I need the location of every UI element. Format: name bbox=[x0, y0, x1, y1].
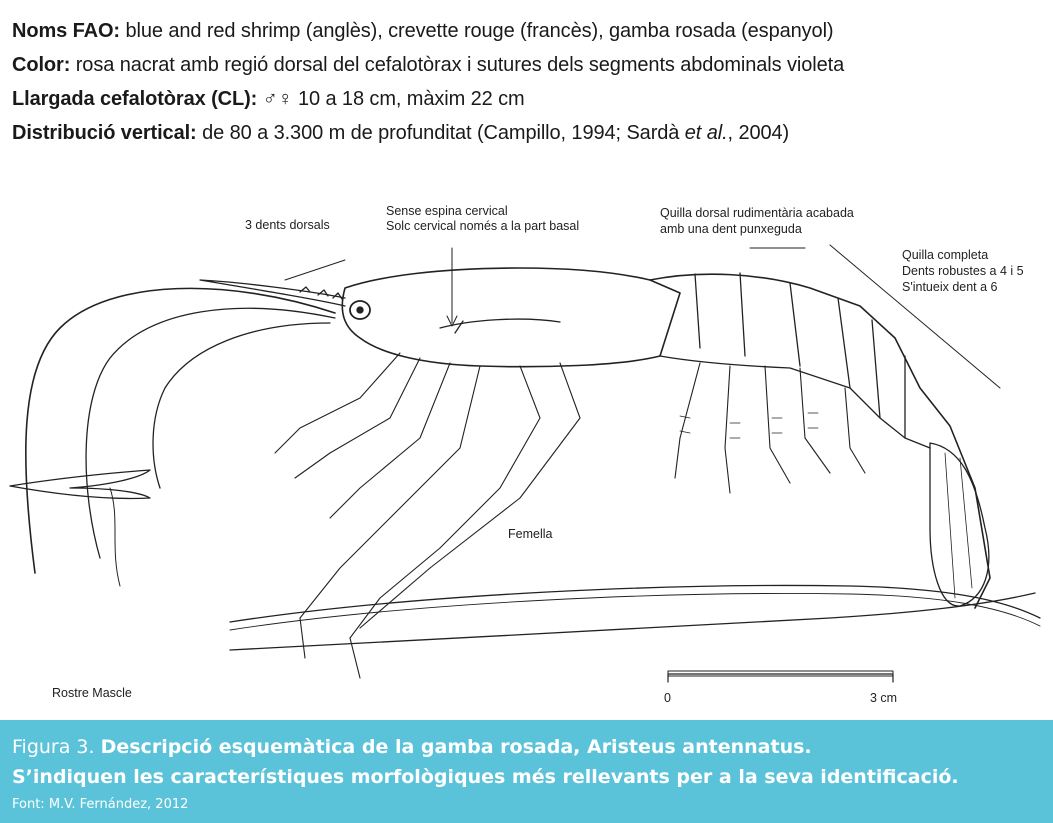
fact-label: Distribució vertical: bbox=[12, 122, 197, 144]
label-full-keel-1: Quilla completa bbox=[902, 248, 988, 263]
caption-source: Font: M.V. Fernández, 2012 bbox=[12, 797, 188, 812]
fact-vertical-distribution: Distribució vertical: de 80 a 3.300 m de… bbox=[12, 116, 1042, 150]
label-dorsal-teeth: 3 dents dorsals bbox=[245, 218, 330, 233]
fact-label: Color: bbox=[12, 54, 70, 76]
figure-caption: Figura 3. Descripció esquemàtica de la g… bbox=[0, 720, 1053, 823]
label-cervical-2: Solc cervical només a la part basal bbox=[386, 219, 579, 234]
label-cervical-1: Sense espina cervical bbox=[386, 204, 508, 219]
fact-text: ♂♀ 10 a 18 cm, màxim 22 cm bbox=[257, 88, 524, 110]
fact-text: , 2004) bbox=[728, 122, 790, 144]
fact-color: Color: rosa nacrat amb regió dorsal del … bbox=[12, 48, 1042, 82]
caption-title-1: Descripció esquemàtica de la gamba rosad… bbox=[101, 736, 812, 758]
fact-fao-names: Noms FAO: blue and red shrimp (anglès), … bbox=[12, 14, 1042, 48]
species-facts: Noms FAO: blue and red shrimp (anglès), … bbox=[12, 14, 1042, 150]
caption-line-1: Figura 3. Descripció esquemàtica de la g… bbox=[12, 736, 812, 758]
caption-line-2: S’indiquen les característiques morfològ… bbox=[12, 766, 959, 788]
fact-label: Llargada cefalotòrax (CL): bbox=[12, 88, 257, 110]
fact-text: blue and red shrimp (anglès), crevette r… bbox=[120, 20, 833, 42]
scale-label-end: 3 cm bbox=[870, 691, 897, 706]
shrimp-illustration bbox=[0, 188, 1053, 718]
caption-title-2: S’indiquen les característiques morfològ… bbox=[12, 766, 959, 788]
fact-text: rosa nacrat amb regió dorsal del cefalot… bbox=[70, 54, 844, 76]
fact-carapace-length: Llargada cefalotòrax (CL): ♂♀ 10 a 18 cm… bbox=[12, 82, 1042, 116]
label-full-keel-3: S'intueix dent a 6 bbox=[902, 280, 998, 295]
label-full-keel-2: Dents robustes a 4 i 5 bbox=[902, 264, 1024, 279]
fact-text: de 80 a 3.300 m de profunditat (Campillo… bbox=[197, 122, 685, 144]
fact-label: Noms FAO: bbox=[12, 20, 120, 42]
label-male-rostrum: Rostre Mascle bbox=[52, 686, 132, 701]
label-female: Femella bbox=[508, 527, 552, 542]
label-dorsal-keel-1: Quilla dorsal rudimentària acabada bbox=[660, 206, 854, 221]
fact-italic: et al. bbox=[685, 122, 728, 144]
scale-label-start: 0 bbox=[664, 691, 671, 706]
shrimp-diagram: 3 dents dorsals Sense espina cervical So… bbox=[0, 188, 1053, 718]
caption-prefix: Figura 3. bbox=[12, 736, 101, 758]
label-dorsal-keel-2: amb una dent punxeguda bbox=[660, 222, 802, 237]
